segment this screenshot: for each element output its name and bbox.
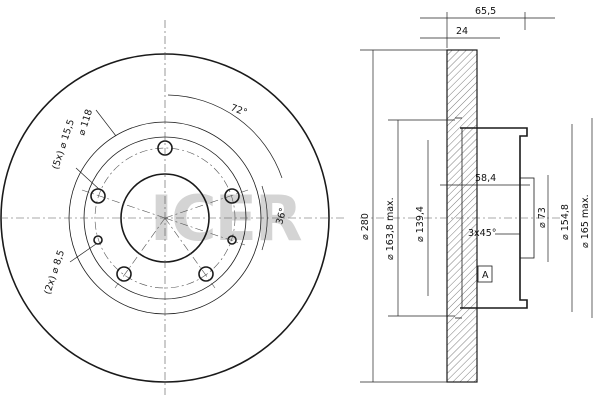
hat-diameter-label: ⌀ 139,4 <box>415 206 426 242</box>
pcd-label: ⌀ 118 <box>76 108 95 137</box>
angle-72-label: 72° <box>229 102 249 118</box>
bolt-hole <box>116 266 132 282</box>
small-hole <box>93 235 103 245</box>
datum-box <box>477 265 493 283</box>
max-friction-diameter-label: ⌀ 163,8 max. <box>385 197 396 260</box>
chamfer-label: 3x45° <box>468 228 497 239</box>
disc-thickness-label: 24 <box>456 26 468 37</box>
angle-36-label: 36° <box>274 207 289 226</box>
total-height-label: 65,5 <box>475 6 496 17</box>
inner-diameter-label: ⌀ 154,8 <box>560 204 571 240</box>
icer-logo: ICER <box>150 182 302 255</box>
bolt-holes-label: (5x) ⌀ 15,5 <box>50 118 77 171</box>
angle-arc-72 <box>167 94 283 179</box>
hub-height-label: 58,4 <box>475 173 496 184</box>
max-diameter-label: ⌀ 165 max. <box>580 194 591 248</box>
datum-label: A <box>482 270 489 281</box>
small-hole <box>227 235 237 245</box>
bolt-hole <box>198 266 214 282</box>
outer-diameter-label: ⌀ 280 <box>360 213 371 240</box>
front-view: ICER 72° 36° ⌀ 118 <box>0 20 345 395</box>
bolt-hole <box>224 188 240 204</box>
side-view: 65,5 24 ⌀ 280 ⌀ 163,8 max. ⌀ 139,4 58,4 … <box>360 6 593 383</box>
small-holes-label: (2x) ⌀ 8,5 <box>42 249 67 296</box>
angle-arc-36 <box>261 185 268 251</box>
center-bore-label: ⌀ 73 <box>537 207 548 228</box>
bolt-hole <box>90 188 106 204</box>
